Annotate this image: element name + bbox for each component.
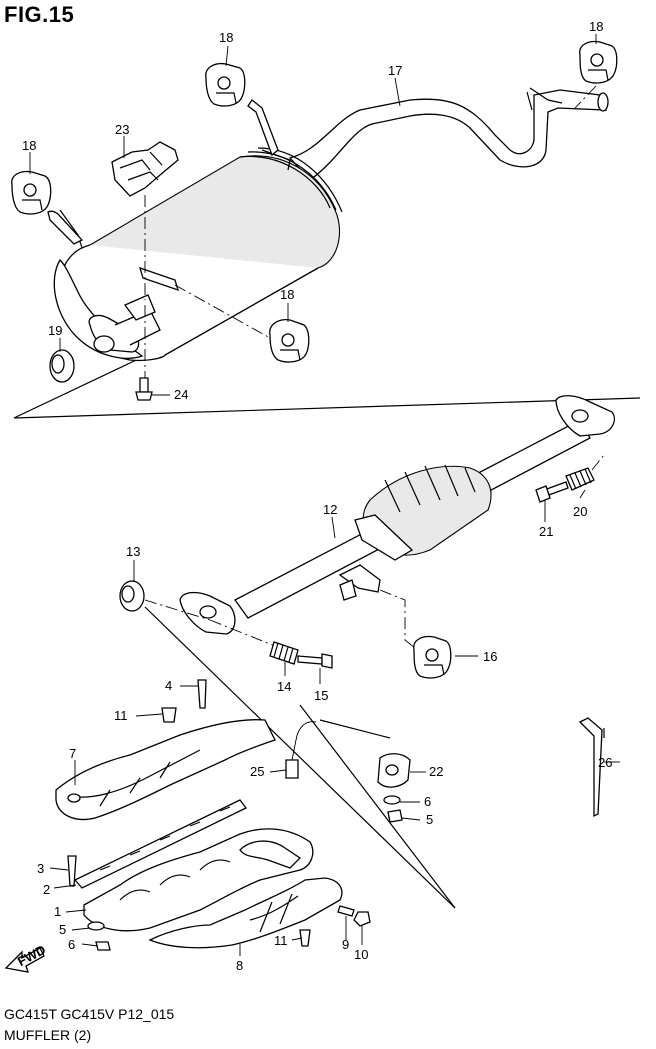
section-divider-lower xyxy=(144,606,456,909)
washer-part-6-right xyxy=(383,795,401,805)
leader-lines xyxy=(29,34,620,956)
nut-part-5-right xyxy=(387,809,403,823)
gasket-ring-part-13 xyxy=(119,580,211,621)
model-code-line: GC415T GC415V P12_015 xyxy=(4,1006,175,1022)
nut-part-10 xyxy=(353,911,371,927)
bolt-part-9 xyxy=(337,905,355,917)
spring-part-20 xyxy=(565,454,605,491)
stud-part-3 xyxy=(67,855,77,887)
callout-18-top: 18 xyxy=(219,30,233,45)
oxygen-sensor-part-25 xyxy=(285,721,317,779)
gasket-ring-part-19 xyxy=(49,349,75,383)
callout-17: 17 xyxy=(388,63,402,78)
heat-shield-part-7 xyxy=(55,719,276,821)
callout-11-lower: 11 xyxy=(274,933,288,948)
stud-part-4 xyxy=(197,679,207,709)
callout-24: 24 xyxy=(174,387,188,402)
fwd-label: FWD xyxy=(15,942,48,969)
callout-11-upper: 11 xyxy=(114,708,128,723)
callout-6-right: 6 xyxy=(424,794,431,809)
bolt-part-11-lower xyxy=(299,929,311,947)
heat-shield-part-8 xyxy=(148,877,343,949)
exhaust-manifold-part-1 xyxy=(83,828,314,932)
tail-pipe-part-17 xyxy=(288,87,609,181)
bolt-part-24 xyxy=(135,305,170,401)
callout-15: 15 xyxy=(314,688,328,703)
callout-5-left: 5 xyxy=(59,922,66,937)
callout-13: 13 xyxy=(126,544,140,559)
washer-part-5-left xyxy=(87,921,105,931)
rubber-mount-part-18-right xyxy=(574,40,618,109)
spring-part-14 xyxy=(269,641,299,665)
bolt-part-21 xyxy=(535,481,569,503)
callout-16: 16 xyxy=(483,649,497,664)
forward-direction-arrow: FWD xyxy=(4,942,48,973)
callout-18-left: 18 xyxy=(22,138,36,153)
callout-19: 19 xyxy=(48,323,62,338)
callout-23: 23 xyxy=(115,122,129,137)
callout-18-middle: 18 xyxy=(280,287,294,302)
callout-5-right: 5 xyxy=(426,812,433,827)
callout-1: 1 xyxy=(54,904,61,919)
callout-26: 26 xyxy=(598,755,612,770)
section-divider-lower-right xyxy=(299,704,456,909)
callout-9: 9 xyxy=(342,937,349,952)
callout-14: 14 xyxy=(277,679,291,694)
rubber-mount-part-16 xyxy=(413,635,452,679)
callout-2: 2 xyxy=(43,882,50,897)
callout-7: 7 xyxy=(69,746,76,761)
bracket-part-23 xyxy=(111,141,179,300)
figure-title: FIG.15 xyxy=(4,2,75,27)
catalytic-converter-pipe-part-12 xyxy=(179,395,615,661)
callout-8: 8 xyxy=(236,958,243,973)
nut-part-6-left xyxy=(95,941,111,951)
bolt-part-11-upper xyxy=(161,707,177,723)
callout-18-right: 18 xyxy=(589,19,603,34)
diagram-caption: MUFFLER (2) xyxy=(4,1027,92,1043)
callout-6-left: 6 xyxy=(68,937,75,952)
callout-10: 10 xyxy=(354,947,368,962)
callout-4: 4 xyxy=(165,678,172,693)
callout-21: 21 xyxy=(539,524,553,539)
bolt-part-15 xyxy=(297,653,333,669)
callout-20: 20 xyxy=(573,504,587,519)
callout-22: 22 xyxy=(429,764,443,779)
callout-numbers: 18 18 18 18 17 23 19 24 12 13 21 20 14 1… xyxy=(22,19,612,973)
main-muffler xyxy=(47,99,343,362)
gasket-part-2 xyxy=(73,799,247,889)
rubber-mount-part-18-middle xyxy=(174,284,310,363)
rubber-mount-part-18-top xyxy=(205,62,246,107)
callout-3: 3 xyxy=(37,861,44,876)
callout-12: 12 xyxy=(323,502,337,517)
section-divider-mid xyxy=(13,397,641,419)
callout-25: 25 xyxy=(250,764,264,779)
rubber-mount-part-18-upper-left xyxy=(11,170,52,215)
hanger-part-26 xyxy=(578,717,605,818)
gasket-part-22 xyxy=(377,753,411,788)
